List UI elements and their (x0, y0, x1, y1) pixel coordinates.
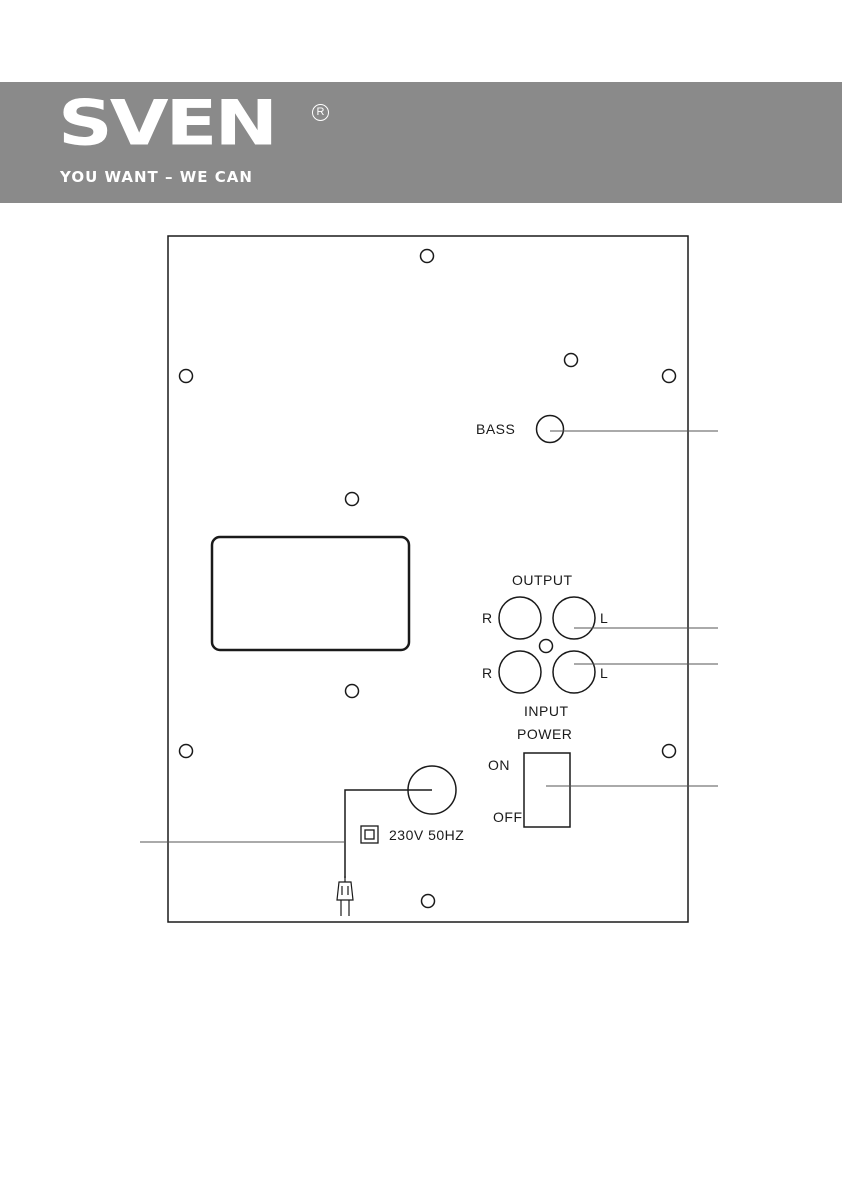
power-cord (344, 789, 432, 878)
input-label: INPUT (524, 703, 569, 719)
power-label: POWER (517, 726, 572, 742)
screw-upper-right (661, 368, 677, 384)
output-label: OUTPUT (512, 572, 573, 588)
screw-top-center (419, 248, 435, 264)
label-plate (210, 535, 411, 652)
mounting-screws (178, 248, 677, 909)
bass-knob[interactable] (535, 414, 565, 444)
input-r-jack[interactable] (498, 650, 542, 694)
screw-lower-left (178, 743, 194, 759)
screw-above-plate (344, 491, 360, 507)
screw-between-jacks (538, 638, 554, 654)
header-band (0, 82, 842, 203)
output-l-label: L (600, 610, 608, 626)
double-insulation-icon (360, 825, 379, 844)
input-l-jack[interactable] (552, 650, 596, 694)
screw-upper-left (178, 368, 194, 384)
screw-lower-right (661, 743, 677, 759)
input-r-label: R (482, 665, 493, 681)
mains-voltage-label: 230V 50HZ (389, 827, 464, 843)
rear-panel-outline (167, 235, 689, 923)
output-r-jack[interactable] (498, 596, 542, 640)
off-label: OFF (493, 809, 523, 825)
on-label: ON (488, 757, 510, 773)
screw-below-plate (344, 683, 360, 699)
registered-mark: R (312, 104, 329, 121)
sven-logo: SVEN (58, 86, 278, 160)
output-r-label: R (482, 610, 493, 626)
power-plug-icon (336, 876, 354, 916)
input-l-label: L (600, 665, 608, 681)
bass-label: BASS (476, 421, 515, 437)
screw-bottom-center (420, 893, 436, 909)
tagline: YOU WANT – WE CAN (60, 168, 253, 186)
screw-upper-right-inner (563, 352, 579, 368)
power-switch[interactable] (523, 752, 571, 828)
output-l-jack[interactable] (552, 596, 596, 640)
